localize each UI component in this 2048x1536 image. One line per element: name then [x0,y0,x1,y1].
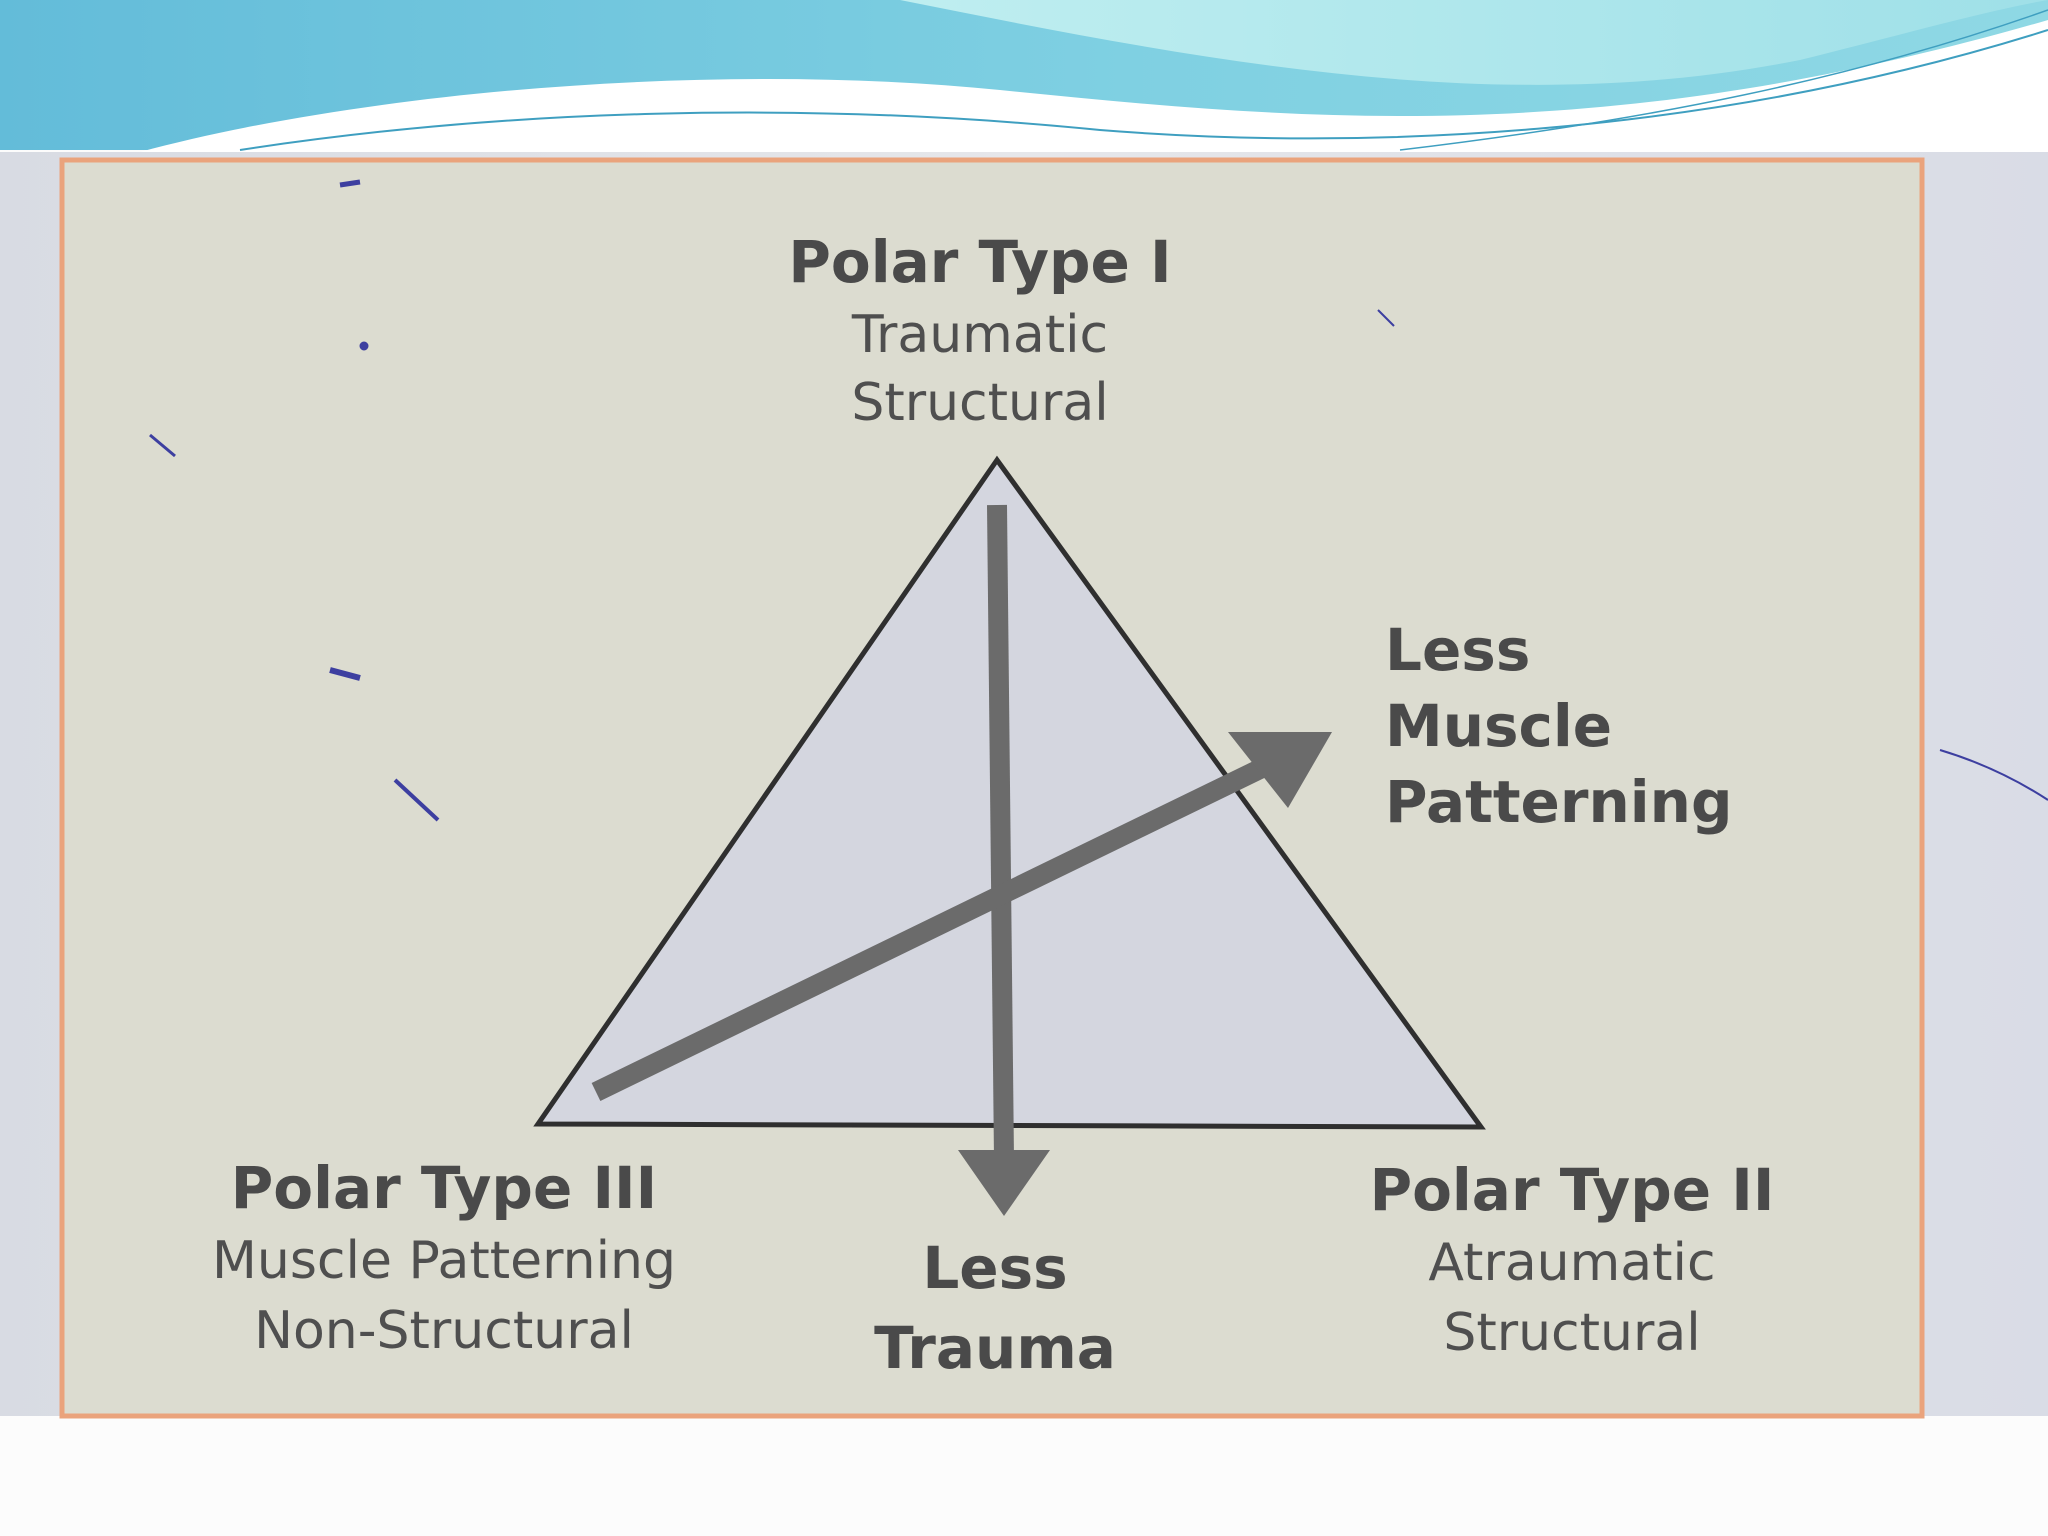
polar-type-2-line2: Structural [1443,1303,1700,1363]
figure-photo: Polar Type I Traumatic Structural Polar … [0,152,2048,1419]
label-less-trauma: Less Trauma [874,1234,1116,1382]
less-trauma-line2: Trauma [874,1314,1116,1382]
header-wave [0,0,2048,152]
ink-marks [149,179,2048,822]
less-muscle-line2: Muscle [1385,692,1612,760]
polar-type-2-title: Polar Type II [1370,1156,1775,1224]
polar-type-1-title: Polar Type I [788,228,1171,296]
arrow-less-trauma [958,504,1050,1216]
polar-type-1-line2: Structural [851,373,1108,433]
polar-type-3-title: Polar Type III [231,1154,657,1222]
arrow-less-muscle-patterning [591,732,1332,1101]
label-polar-type-1: Polar Type I Traumatic Structural [788,228,1171,433]
less-muscle-line3: Patterning [1385,768,1732,836]
label-less-muscle-patterning: Less Muscle Patterning [1385,616,1732,836]
less-trauma-line1: Less [922,1234,1067,1302]
less-muscle-line1: Less [1385,616,1530,684]
polar-type-3-line2: Non-Structural [254,1301,634,1361]
polar-type-3-line1: Muscle Patterning [212,1231,676,1291]
polar-type-1-line1: Traumatic [851,305,1108,365]
polar-type-2-line1: Atraumatic [1428,1233,1715,1293]
label-polar-type-3: Polar Type III Muscle Patterning Non-Str… [212,1154,676,1361]
label-polar-type-2: Polar Type II Atraumatic Structural [1370,1156,1775,1363]
